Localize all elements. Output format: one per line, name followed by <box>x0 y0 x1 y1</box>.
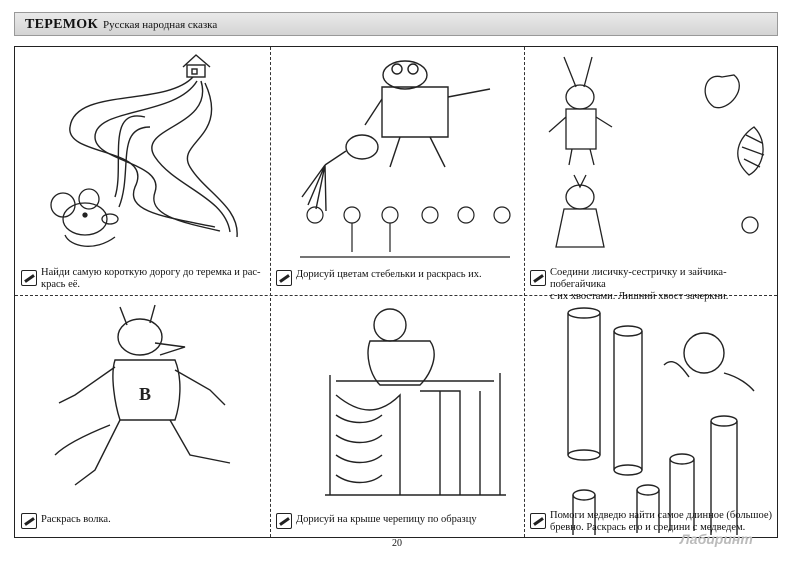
bear-and-logs-illustration <box>567 307 755 535</box>
fox-hare-tails-illustration <box>548 56 765 248</box>
cell-divider-vertical-1 <box>270 47 271 537</box>
story-subtitle: Русская народная сказка <box>103 19 218 31</box>
task-color-wolf: B Раскрась волка. <box>15 295 270 539</box>
task-flower-stems: Дорисуй цветам стебельки и раскрась их. <box>270 47 524 295</box>
task-caption: Дорисуй на крыше черепицу по образцу <box>296 514 520 526</box>
task-caption: Дорисуй цветам стебельки и раскрась их. <box>296 269 520 281</box>
bear-on-roof-illustration <box>325 308 506 496</box>
caption-line: Раскрась волка. <box>41 514 111 525</box>
task-caption: Найди самую короткую дорогу до теремка и… <box>41 267 267 291</box>
frog-watering-flowers-illustration <box>300 60 511 258</box>
worksheet-grid: Найди самую короткую дорогу до теремка и… <box>14 46 778 538</box>
task-roof-tiles: Дорисуй на крыше черепицу по образцу <box>270 295 524 539</box>
caption-line: Найди самую короткую дорогу до теремка и… <box>41 267 261 278</box>
caption-line: Дорисуй цветам стебельки и раскрась их. <box>296 269 482 280</box>
pencil-icon <box>21 513 37 529</box>
wolf-illustration: B <box>54 304 231 486</box>
story-title: ТЕРЕМОК <box>25 17 98 32</box>
cell-divider-horizontal <box>15 295 777 296</box>
task-longest-log: Помоги медведю найти самое длинное (боль… <box>524 295 777 539</box>
caption-line: Помоги медведю найти самое длинное (боль… <box>550 510 773 521</box>
mouse-and-roads-illustration <box>50 54 238 247</box>
pencil-icon <box>276 270 292 286</box>
caption-line: Дорисуй на крыше черепицу по образцу <box>296 514 477 525</box>
task-caption: Соедини лисичку-сестричку и зайчика-побе… <box>550 267 775 303</box>
cell-divider-vertical-2 <box>524 47 525 537</box>
pencil-icon <box>21 270 37 286</box>
page-number: 20 <box>392 538 402 549</box>
pencil-icon <box>530 513 546 529</box>
task-match-tails: Соедини лисичку-сестричку и зайчика-побе… <box>524 47 777 302</box>
page-header: ТЕРЕМОК Русская народная сказка <box>14 12 778 36</box>
caption-line: крась её. <box>41 279 81 290</box>
task-road-to-house: Найди самую короткую дорогу до теремка и… <box>15 47 270 295</box>
caption-line: Соедини лисичку-сестричку и зайчика-побе… <box>550 267 727 290</box>
caption-line: бревно. Раскрась его и соедини с медведе… <box>550 522 746 533</box>
caption-line: с их хвостами. Лишний хвост зачеркни. <box>550 291 729 302</box>
task-caption: Раскрась волка. <box>41 514 265 526</box>
pencil-icon <box>530 270 546 286</box>
task-caption: Помоги медведю найти самое длинное (боль… <box>550 510 775 534</box>
watermark-logo: Лабиринт <box>680 531 753 547</box>
pencil-icon <box>276 513 292 529</box>
svg-text:B: B <box>139 384 151 404</box>
